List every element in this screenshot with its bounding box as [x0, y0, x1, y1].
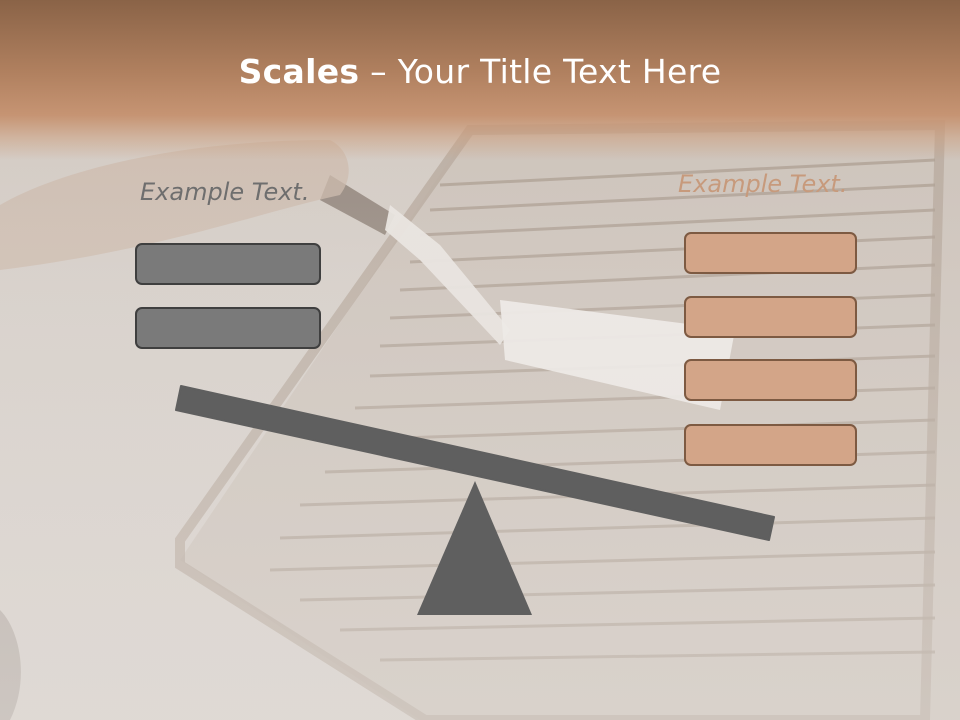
right-box-3[interactable] [684, 359, 857, 401]
right-box-4[interactable] [684, 424, 857, 466]
scale-fulcrum[interactable] [417, 481, 532, 615]
title-rest: – Your Title Text Here [359, 52, 722, 91]
title-bold: Scales [238, 52, 360, 91]
right-box-2[interactable] [684, 296, 857, 338]
right-box-1[interactable] [684, 232, 857, 274]
slide-title: Scales – Your Title Text Here [0, 52, 960, 91]
left-box-1[interactable] [135, 243, 321, 285]
left-box-2[interactable] [135, 307, 321, 349]
right-example-label: Example Text. [678, 170, 848, 198]
scale-beam[interactable] [175, 385, 775, 541]
left-example-label: Example Text. [140, 178, 310, 206]
title-band [0, 0, 960, 160]
